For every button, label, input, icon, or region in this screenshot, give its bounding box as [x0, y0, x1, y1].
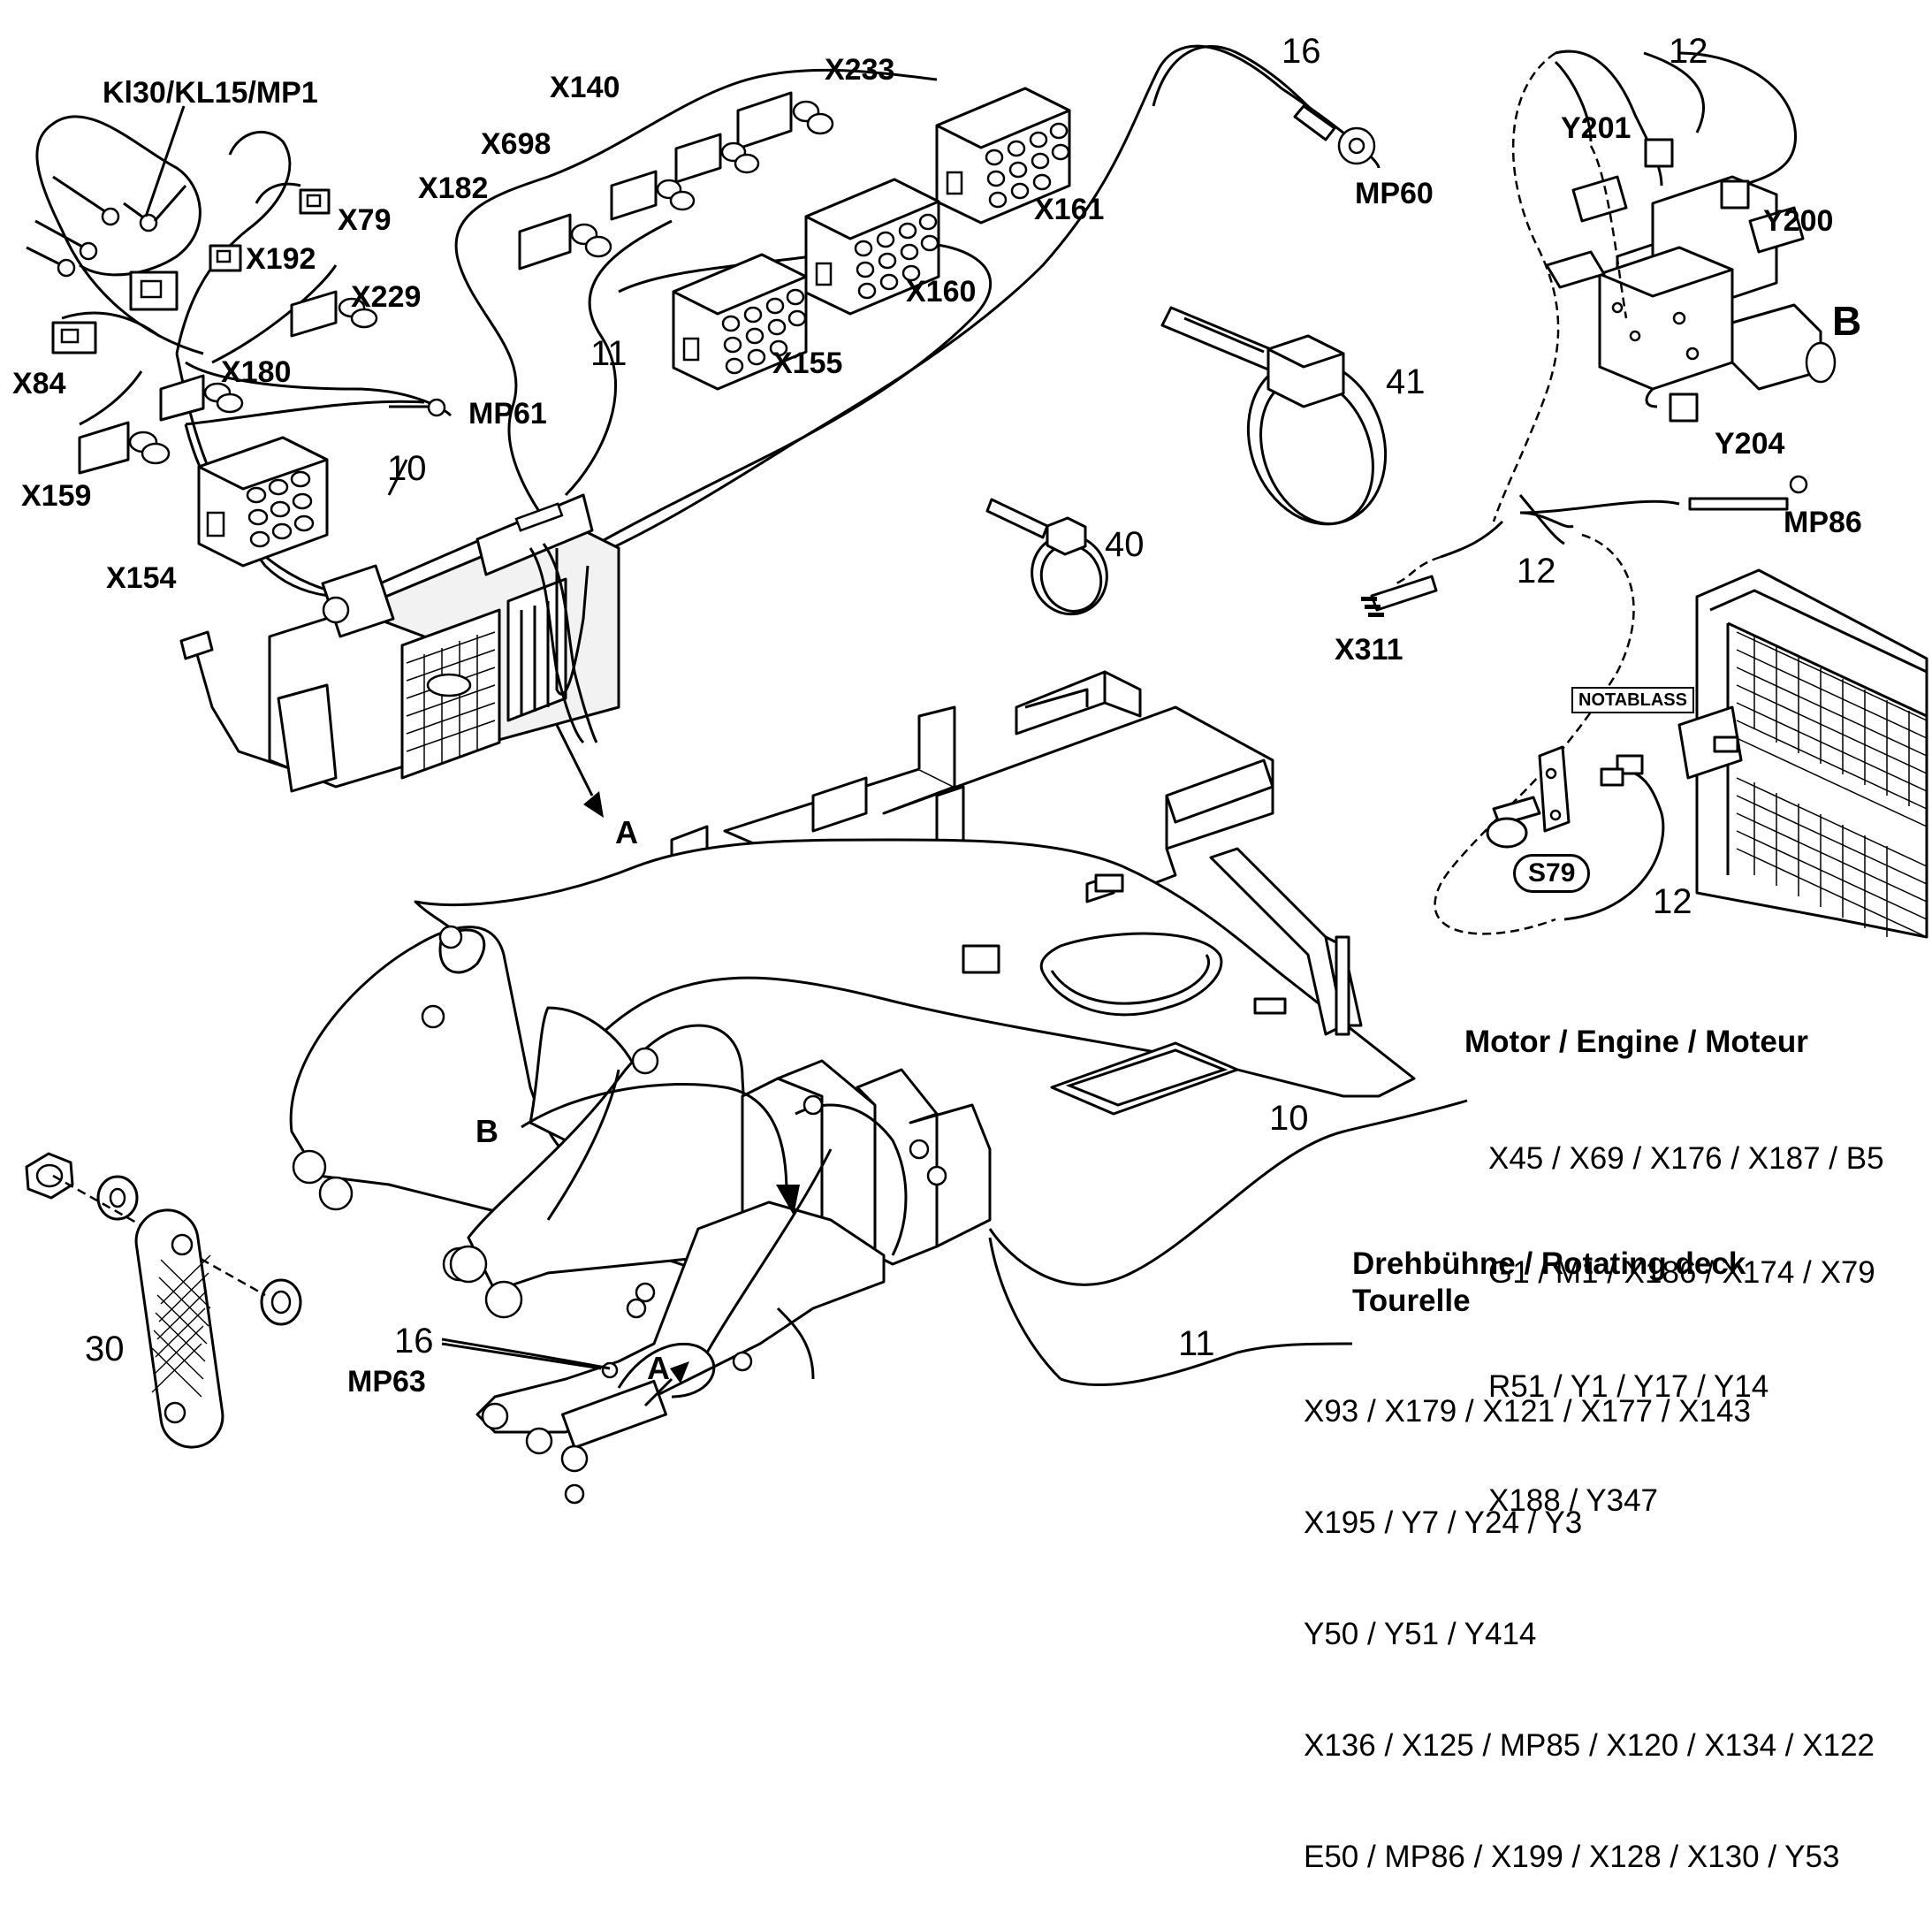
arrow-b	[521, 1082, 800, 1216]
diagram-drawing	[25, 44, 1928, 1505]
deck-line-4: X136 / X125 / MP85 / X120 / X134 / X122	[1304, 1728, 1875, 1763]
connector-box-left	[129, 271, 179, 311]
label-a-top: A	[615, 814, 638, 850]
label-x79: X79	[338, 203, 392, 237]
item-number-12-top: 12	[1669, 32, 1708, 71]
motor-line-4: X188 / Y347	[1488, 1483, 1659, 1518]
harness-12	[1361, 51, 1808, 935]
deck-line-3: Y50 / Y51 / Y414	[1304, 1617, 1537, 1651]
label-x159: X159	[21, 479, 92, 513]
leader-kl30	[144, 105, 186, 217]
connector-x79	[255, 182, 331, 215]
label-a-bottom: A	[647, 1350, 670, 1386]
label-b-valve: B	[1832, 298, 1862, 344]
wiring-diagram: Kl30/KL15/MP1 X140 X233 X698 X182 X161 X…	[12, 32, 1928, 1874]
connector-x140	[674, 133, 760, 184]
label-x311: X311	[1335, 633, 1403, 667]
deck-connector-list: X93 / X179 / X121 / X177 / X143 X195 / Y…	[1304, 1319, 1875, 1913]
connector-x84	[51, 321, 97, 354]
connector-x155	[672, 253, 808, 391]
label-mp63: MP63	[347, 1365, 426, 1399]
label-x229: X229	[351, 280, 422, 314]
item-number-16-bottom: 16	[394, 1322, 434, 1360]
label-x161: X161	[1034, 193, 1105, 226]
label-s79: S79	[1513, 854, 1591, 893]
chassis-frame	[289, 670, 1416, 1505]
label-y200: Y200	[1763, 204, 1834, 238]
arrow-a-top	[555, 724, 604, 818]
cable-tie-41	[1160, 306, 1388, 526]
motor-line-3: R51 / Y1 / Y17 / Y14	[1488, 1369, 1769, 1404]
control-box	[179, 493, 620, 793]
deck-line-2: X195 / Y7 / Y24 / Y3	[1304, 1505, 1583, 1540]
switch-s79	[1486, 745, 1571, 849]
wire-16-mp60	[1152, 45, 1376, 165]
deck-line-5: E50 / MP86 / X199 / X128 / X130 / Y53	[1304, 1840, 1840, 1874]
deck-heading-tourelle: Tourelle	[1352, 1284, 1471, 1318]
cable-tie-40	[985, 498, 1108, 616]
item-number-12-low: 12	[1653, 882, 1692, 921]
cabinet-grille	[1677, 568, 1928, 939]
label-mp60: MP60	[1355, 177, 1434, 210]
label-x698: X698	[481, 127, 551, 161]
item-number-10-top: 10	[387, 449, 427, 488]
label-kl30-kl15-mp1: Kl30/KL15/MP1	[103, 76, 318, 110]
wire-mp63	[441, 1338, 611, 1370]
label-y201: Y201	[1561, 111, 1632, 145]
label-x182: X182	[418, 171, 489, 205]
leader-10-top	[387, 459, 408, 496]
connector-x160	[804, 178, 940, 316]
connector-x229	[290, 290, 378, 338]
ring-terminals-kl30	[26, 175, 187, 278]
label-x233: X233	[825, 53, 895, 87]
label-notablass: NOTABLASS	[1571, 687, 1694, 713]
item-number-10-right: 10	[1269, 1099, 1309, 1138]
label-x160: X160	[906, 275, 977, 309]
item-number-41: 41	[1386, 362, 1426, 401]
leader-10	[988, 1099, 1468, 1386]
label-x140: X140	[550, 71, 620, 104]
connector-x180	[159, 374, 244, 422]
item-number-11: 11	[590, 334, 628, 373]
label-mp61: MP61	[468, 397, 547, 431]
valve-block	[1545, 50, 1837, 423]
connector-x159	[78, 421, 171, 475]
label-b-frame: B	[475, 1113, 498, 1149]
motor-line-1: X45 / X69 / X176 / X187 / B5	[1488, 1141, 1884, 1176]
item-number-12-mid: 12	[1517, 552, 1556, 591]
harness-inside-frame	[441, 1148, 833, 1407]
deck-line-1: X93 / X179 / X121 / X177 / X143	[1304, 1394, 1751, 1429]
label-x192: X192	[246, 242, 316, 276]
ring-terminal-mp61	[389, 398, 446, 417]
item-number-11-right: 11	[1178, 1324, 1215, 1363]
part-30-ground-strap	[25, 1152, 302, 1449]
connector-x192	[209, 244, 242, 272]
connector-x182	[518, 213, 612, 271]
label-mp86: MP86	[1784, 506, 1862, 539]
label-x84: X84	[12, 367, 66, 400]
connector-x698	[610, 170, 696, 221]
label-x155: X155	[772, 347, 843, 380]
connector-x161	[935, 87, 1071, 225]
label-x180: X180	[221, 355, 292, 389]
deck-heading: Drehbühne / Rotating deck	[1352, 1246, 1746, 1281]
motor-heading: Motor / Engine / Moteur	[1464, 1025, 1808, 1059]
motor-line-2: G1 / M1 / X186 / X174 / X79	[1488, 1255, 1875, 1290]
connector-x233	[736, 91, 834, 150]
item-number-16-top: 16	[1282, 32, 1321, 71]
label-y204: Y204	[1715, 427, 1785, 461]
item-number-40: 40	[1105, 525, 1145, 564]
connector-x154	[197, 436, 329, 568]
item-number-30: 30	[85, 1330, 125, 1368]
label-x154: X154	[106, 561, 177, 595]
motor-connector-list: X45 / X69 / X176 / X187 / B5 G1 / M1 / X…	[1488, 1063, 1884, 1558]
